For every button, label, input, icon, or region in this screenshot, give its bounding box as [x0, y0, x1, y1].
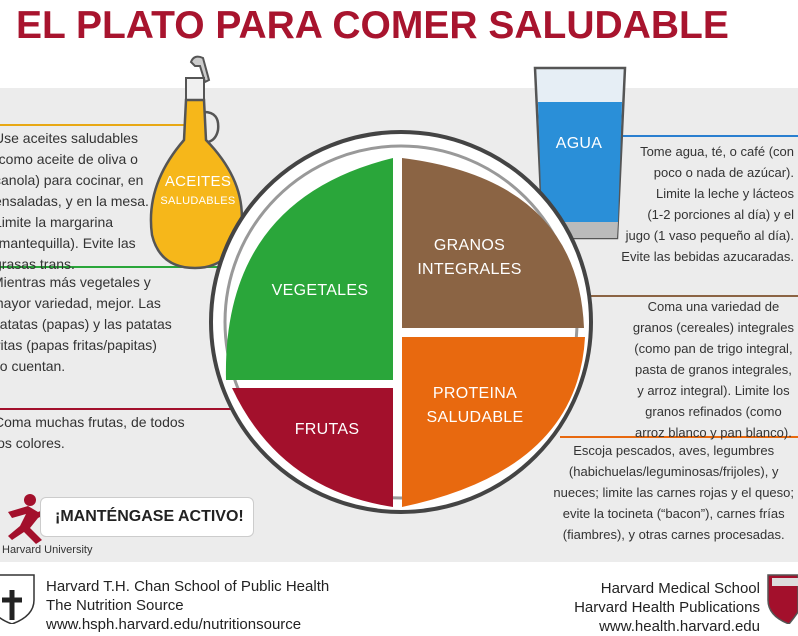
vegetables-label: VEGETALES	[271, 282, 369, 299]
fruits-section	[232, 388, 393, 507]
protein-text: Escoja pescados, aves, legumbres(habichu…	[553, 443, 794, 542]
oil-bottle-icon	[149, 55, 244, 270]
grains-section	[402, 158, 584, 328]
harvard-shield-right-icon	[767, 574, 798, 624]
footer-left: Harvard T.H. Chan School of Public Healt…	[46, 578, 330, 633]
protein-divider	[560, 436, 798, 438]
page-title: EL PLATO PARA COMER SALUDABLE	[16, 4, 729, 47]
fruits-label: FRUTAS	[294, 421, 360, 438]
water-label: AGUA	[555, 135, 603, 152]
vegetables-section	[225, 158, 393, 380]
stay-active-badge: ¡MANTÉNGASE ACTIVO!	[40, 497, 254, 537]
running-person-icon	[8, 494, 50, 544]
fruits-divider	[0, 408, 240, 410]
oil-divider	[0, 124, 190, 126]
grains-divider	[585, 295, 798, 297]
vegetables-divider	[0, 266, 240, 268]
stay-active-text: ¡MANTÉNGASE ACTIVO!	[55, 508, 244, 525]
harvard-shield-left-icon	[0, 574, 35, 624]
water-divider	[620, 135, 798, 137]
protein-section	[402, 337, 585, 507]
oil-text: Use aceites saludables(como aceite de ol…	[0, 130, 149, 272]
harvard-university-label: Harvard University	[2, 544, 93, 556]
